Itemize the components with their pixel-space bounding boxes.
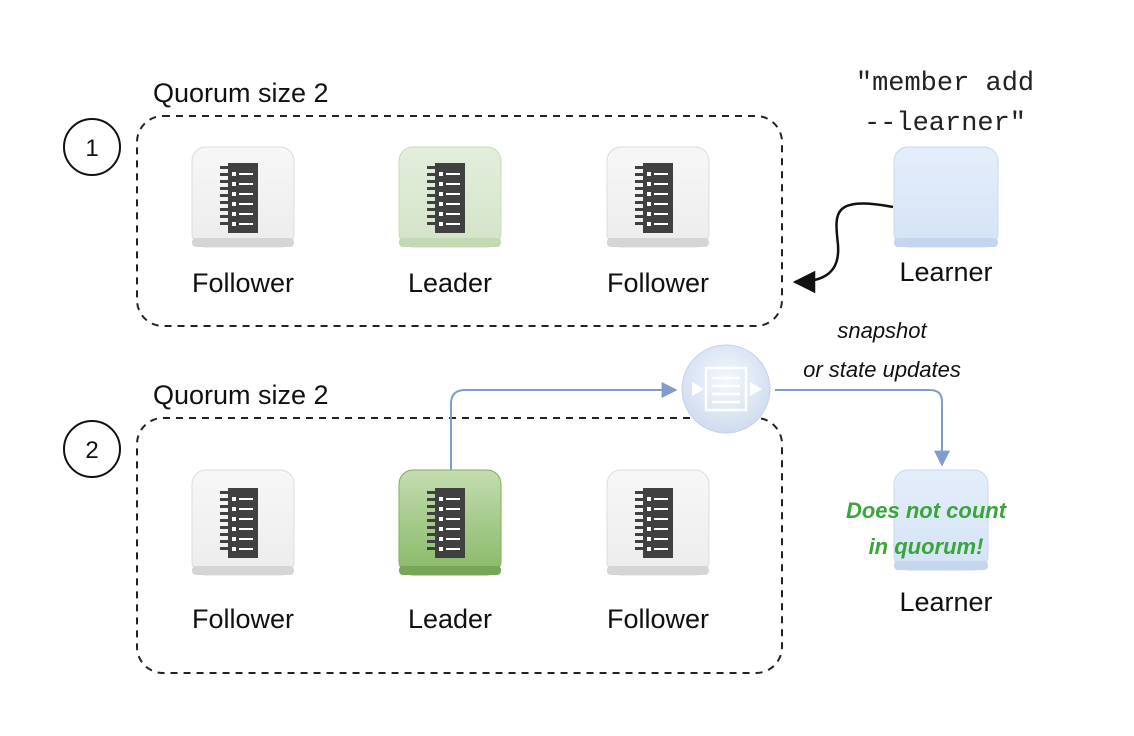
- node-learner: [893, 469, 989, 571]
- node-leader: [398, 146, 502, 248]
- node-label: Follower: [607, 268, 709, 298]
- phase-2: 2 Quorum size 2 Follower Leader Follower: [63, 318, 1008, 674]
- node-label: Follower: [192, 268, 294, 298]
- node-label: Follower: [607, 604, 709, 634]
- sync-note-line1: snapshot: [837, 318, 927, 343]
- quorum-title: Quorum size 2: [153, 78, 329, 108]
- quorum-warning-line1: Does not count: [846, 498, 1008, 523]
- sync-note-line2: or state updates: [803, 357, 961, 382]
- phase-1: 1 Quorum size 2 Follower Leader Follower…: [63, 69, 1034, 327]
- command-text-line2: --learner": [864, 109, 1026, 139]
- quorum-warning-line2: in quorum!: [869, 534, 984, 559]
- node-leader: [398, 469, 502, 576]
- command-text-line1: "member add: [856, 69, 1034, 99]
- step-number: 1: [85, 135, 98, 162]
- learner-label: Learner: [899, 257, 992, 287]
- node-follower: [606, 469, 710, 576]
- step-badge: [63, 118, 121, 176]
- join-arrow: [792, 202, 894, 294]
- node-label: Leader: [408, 268, 492, 298]
- replication-arrow: [450, 382, 678, 470]
- node-label: Follower: [192, 604, 294, 634]
- step-number: 2: [85, 437, 98, 464]
- node-follower: [606, 146, 710, 248]
- quorum-title: Quorum size 2: [153, 380, 329, 410]
- node-label: Leader: [408, 604, 492, 634]
- node-follower: [191, 146, 295, 248]
- delivery-arrow: [775, 389, 950, 467]
- node-learner: [893, 146, 999, 248]
- quorum-boundary: [136, 417, 783, 674]
- learner-label: Learner: [899, 587, 992, 617]
- message-envelope-icon: [681, 344, 771, 434]
- step-badge: [63, 420, 121, 478]
- node-follower: [191, 469, 295, 576]
